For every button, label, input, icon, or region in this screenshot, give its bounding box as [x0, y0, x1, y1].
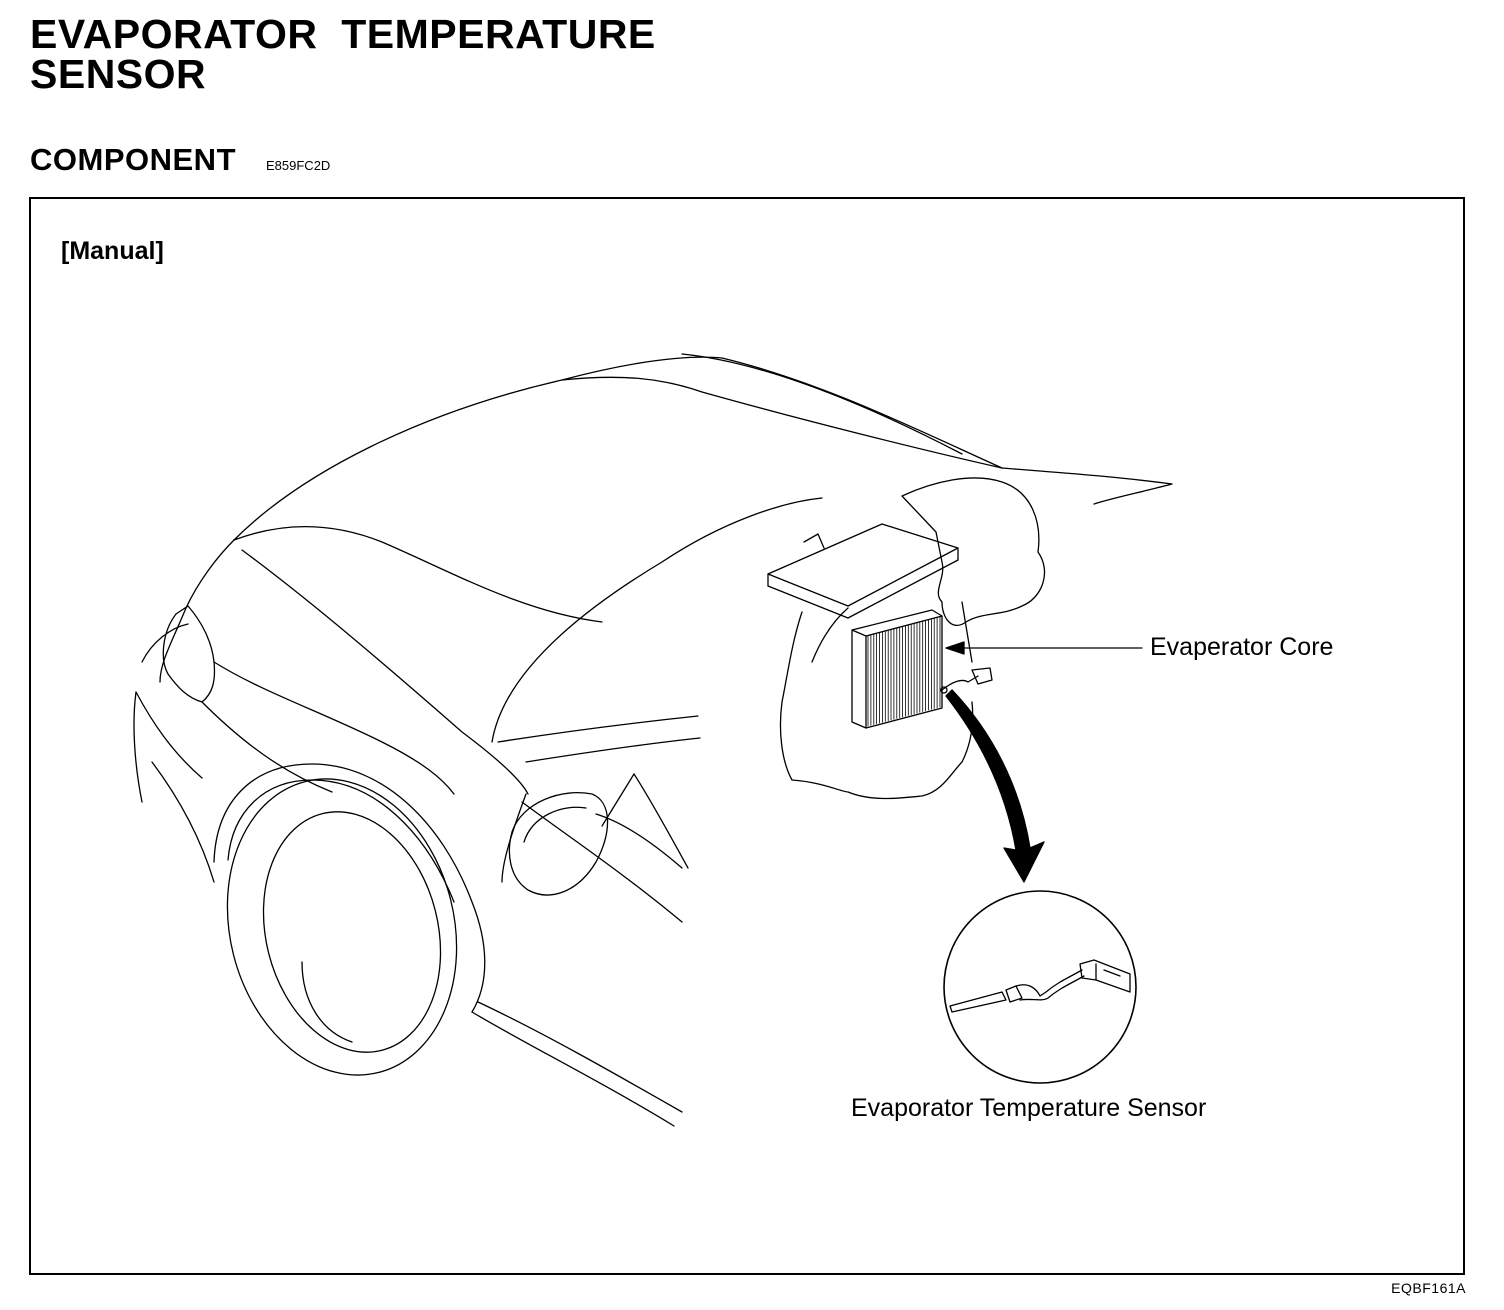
section-code: E859FC2D [266, 158, 331, 173]
hvac-unit [767, 477, 1046, 800]
page-title-line-2: SENSOR [30, 51, 207, 97]
page-title-line-1: EVAPORATOR TEMPERATURE [30, 11, 656, 57]
evaporator-temperature-sensor-label: Evaporator Temperature Sensor [851, 1094, 1207, 1122]
vehicle-outline [133, 353, 1173, 1127]
sensor-wire [940, 667, 993, 694]
core-leader-arrow [945, 641, 1143, 655]
sensor-detail-circle [943, 890, 1137, 1084]
section-heading: COMPONENT E859FC2D [30, 142, 330, 178]
component-illustration [133, 353, 1173, 1127]
evaporator-core-label: Evaperator Core [1150, 633, 1334, 661]
evaporator-core [851, 609, 943, 729]
temperature-sensor-drawing [949, 959, 1131, 1013]
figure-label: [Manual] [61, 237, 164, 265]
section-label: COMPONENT [30, 142, 236, 177]
component-figure: [Manual] [29, 197, 1465, 1275]
page-title: EVAPORATOR TEMPERATURE SENSOR [30, 11, 656, 97]
figure-id: EQBF161A [1391, 1280, 1466, 1296]
detail-arrow [945, 689, 1045, 883]
